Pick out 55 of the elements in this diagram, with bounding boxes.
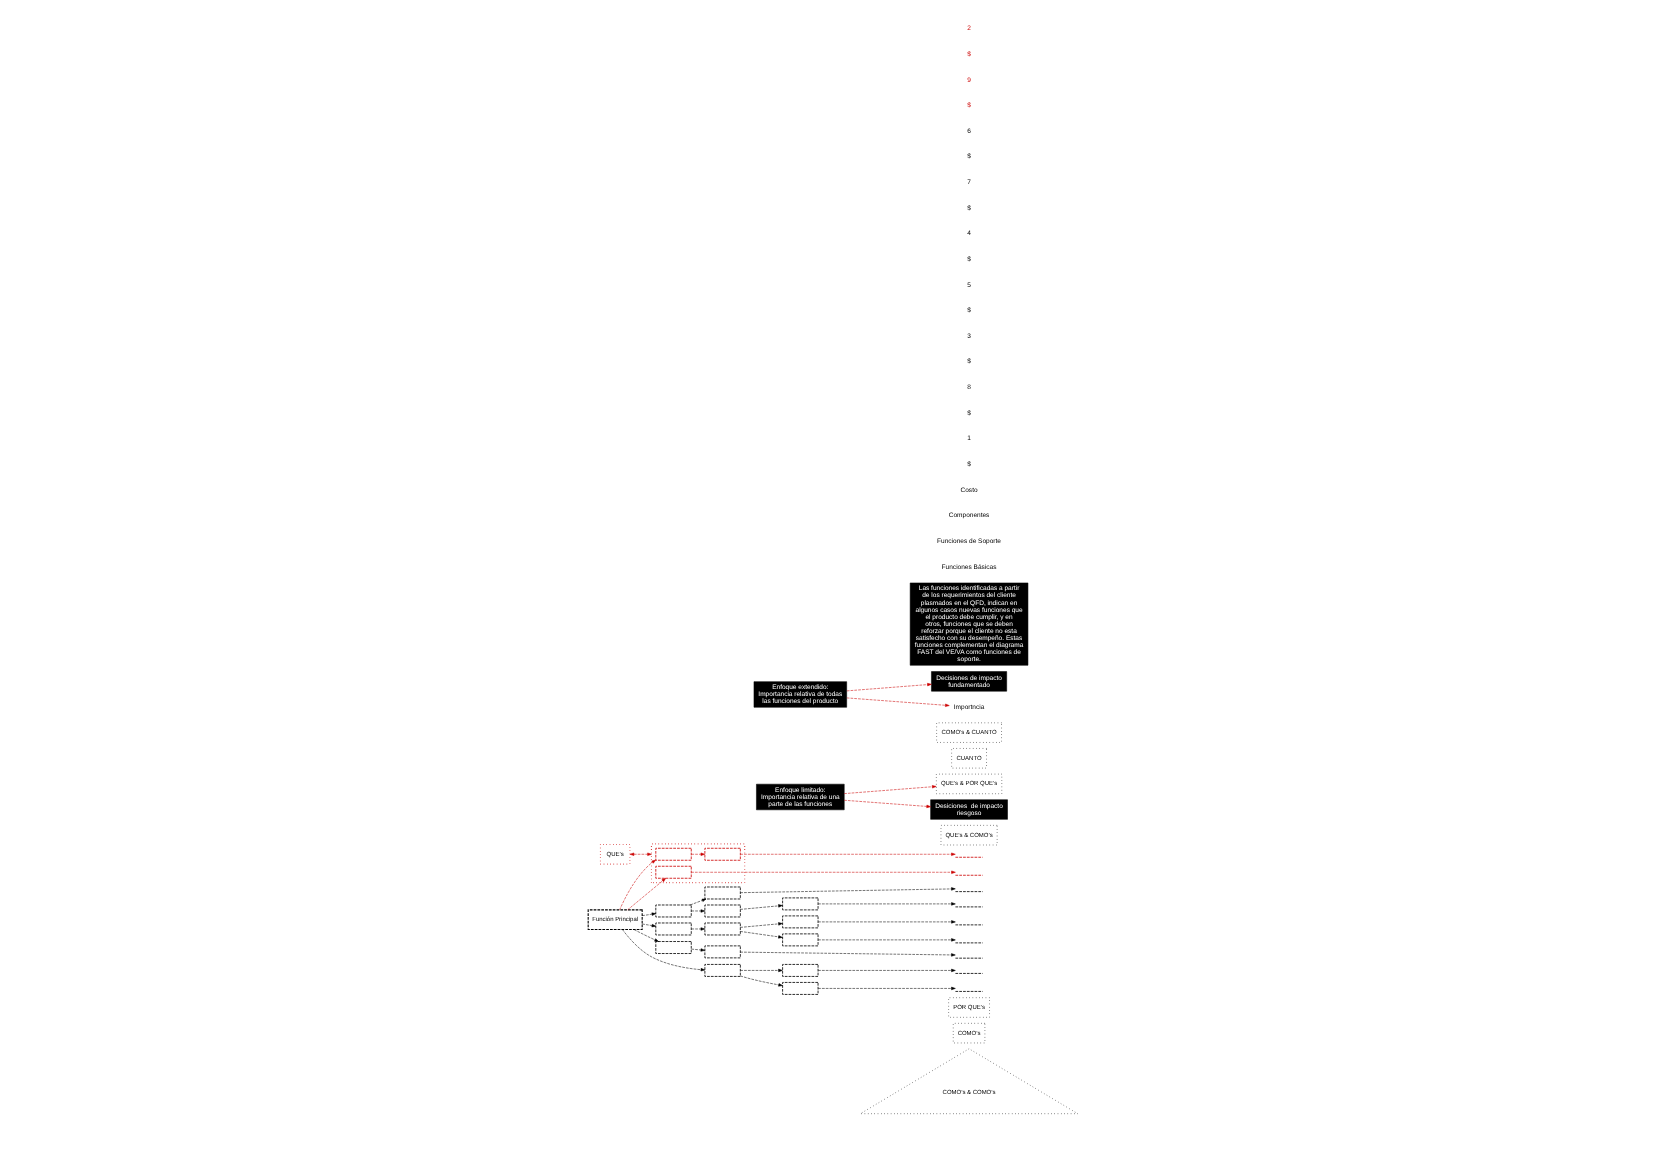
node-box [704, 886, 741, 900]
arrow [641, 912, 657, 916]
node-box [782, 964, 819, 977]
node-bar [955, 957, 984, 959]
arrow [740, 931, 783, 939]
node-box [655, 847, 692, 861]
node-box [704, 945, 741, 959]
node-box [704, 922, 741, 936]
arrow [844, 785, 937, 794]
arrow [691, 909, 706, 913]
arrow [740, 852, 956, 856]
arrow [817, 902, 956, 906]
node-box [655, 904, 692, 918]
node-box [704, 904, 741, 918]
arrow [740, 922, 783, 928]
node-box [704, 847, 741, 861]
node-box [655, 941, 692, 954]
node-bar [955, 942, 984, 944]
arrow [740, 904, 783, 910]
node-bar [955, 856, 984, 858]
node-box [655, 922, 692, 936]
arrow [691, 870, 956, 874]
arrow [691, 927, 706, 931]
arrow [817, 968, 956, 973]
arrow [817, 920, 956, 924]
arrow [740, 887, 956, 893]
arrow [619, 859, 656, 911]
arrow [633, 929, 659, 942]
arrow [629, 852, 652, 856]
node-bar [955, 874, 984, 876]
arrow [627, 878, 666, 911]
node-bar [955, 906, 984, 908]
node-bar [955, 973, 984, 974]
arrow [690, 898, 707, 906]
arrow [817, 938, 956, 942]
arrow [740, 968, 783, 973]
arrow [622, 929, 706, 972]
node-box [782, 897, 819, 911]
arrow [846, 697, 950, 707]
node-box [782, 915, 819, 929]
arrow [691, 948, 706, 952]
node-bar [955, 891, 984, 893]
node-bar [955, 991, 984, 992]
node-box [782, 982, 819, 995]
arrow [846, 682, 932, 692]
arrow [844, 799, 931, 809]
arrow [740, 951, 956, 957]
node-box [655, 865, 692, 879]
node-box [782, 933, 819, 947]
node-box [704, 964, 741, 977]
arrow [817, 986, 956, 991]
arrow [740, 975, 783, 987]
arrow [691, 852, 706, 856]
node-bar [955, 924, 984, 926]
arrow [641, 923, 657, 928]
